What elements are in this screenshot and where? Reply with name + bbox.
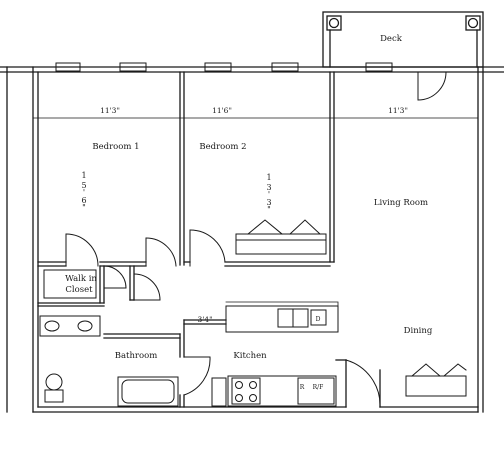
door-bedroom-1-hall[interactable] bbox=[145, 237, 177, 267]
dim-bedroom-2-depth: 1 3 ' 3 " bbox=[266, 173, 271, 214]
svg-text:": " bbox=[82, 203, 86, 212]
label-bedroom-1: Bedroom 1 bbox=[92, 142, 139, 152]
dining-window bbox=[405, 363, 467, 397]
bathroom-fixtures bbox=[39, 315, 179, 407]
doors bbox=[65, 71, 447, 408]
door-deck[interactable] bbox=[417, 71, 447, 101]
svg-text:1: 1 bbox=[81, 171, 86, 180]
dishwasher-label: D bbox=[316, 316, 321, 323]
bedroom-2-closet bbox=[235, 219, 327, 255]
svg-text:5: 5 bbox=[81, 181, 86, 190]
closet-shelf bbox=[43, 269, 97, 299]
exterior-walls bbox=[0, 66, 504, 413]
label-bathroom: Bathroom bbox=[115, 351, 158, 361]
label-dining: Dining bbox=[404, 326, 433, 336]
svg-text:6: 6 bbox=[81, 196, 86, 205]
svg-text:': ' bbox=[268, 190, 270, 199]
interior-walls bbox=[37, 71, 381, 408]
svg-text:1: 1 bbox=[266, 173, 271, 182]
label-walk-in-closet-1: Walk in bbox=[65, 274, 97, 284]
dim-living-room-width: 11'3" bbox=[388, 106, 408, 115]
door-bedroom-2[interactable] bbox=[189, 229, 226, 267]
door-entry[interactable] bbox=[345, 359, 381, 408]
label-bedroom-2: Bedroom 2 bbox=[199, 142, 246, 152]
deck-structure bbox=[322, 11, 484, 68]
dim-bedroom-1-depth: 1 5 ' 6 " bbox=[81, 171, 86, 212]
door-bedroom-1[interactable] bbox=[65, 233, 99, 267]
range-label: R bbox=[300, 384, 305, 391]
svg-text:3: 3 bbox=[266, 198, 271, 207]
door-bathroom-kitchen[interactable] bbox=[183, 356, 211, 396]
door-bathroom[interactable] bbox=[133, 273, 161, 301]
dim-kitchen-width: 3'4" bbox=[197, 315, 212, 324]
kitchen-counters bbox=[194, 301, 339, 408]
dim-bedroom-1-width: 11'3" bbox=[100, 106, 120, 115]
label-walk-in-closet-2: Closet bbox=[65, 285, 93, 295]
label-kitchen: Kitchen bbox=[233, 351, 267, 361]
refrigerator-label: R/F bbox=[313, 384, 324, 391]
svg-text:': ' bbox=[83, 188, 85, 197]
svg-text:": " bbox=[267, 205, 271, 214]
dim-bedroom-2-width: 11'6" bbox=[212, 106, 232, 115]
door-walk-in-closet[interactable] bbox=[103, 265, 127, 289]
top-windows bbox=[55, 62, 393, 72]
label-living-room: Living Room bbox=[374, 198, 428, 208]
label-deck: Deck bbox=[380, 34, 403, 44]
svg-text:3: 3 bbox=[266, 183, 271, 192]
